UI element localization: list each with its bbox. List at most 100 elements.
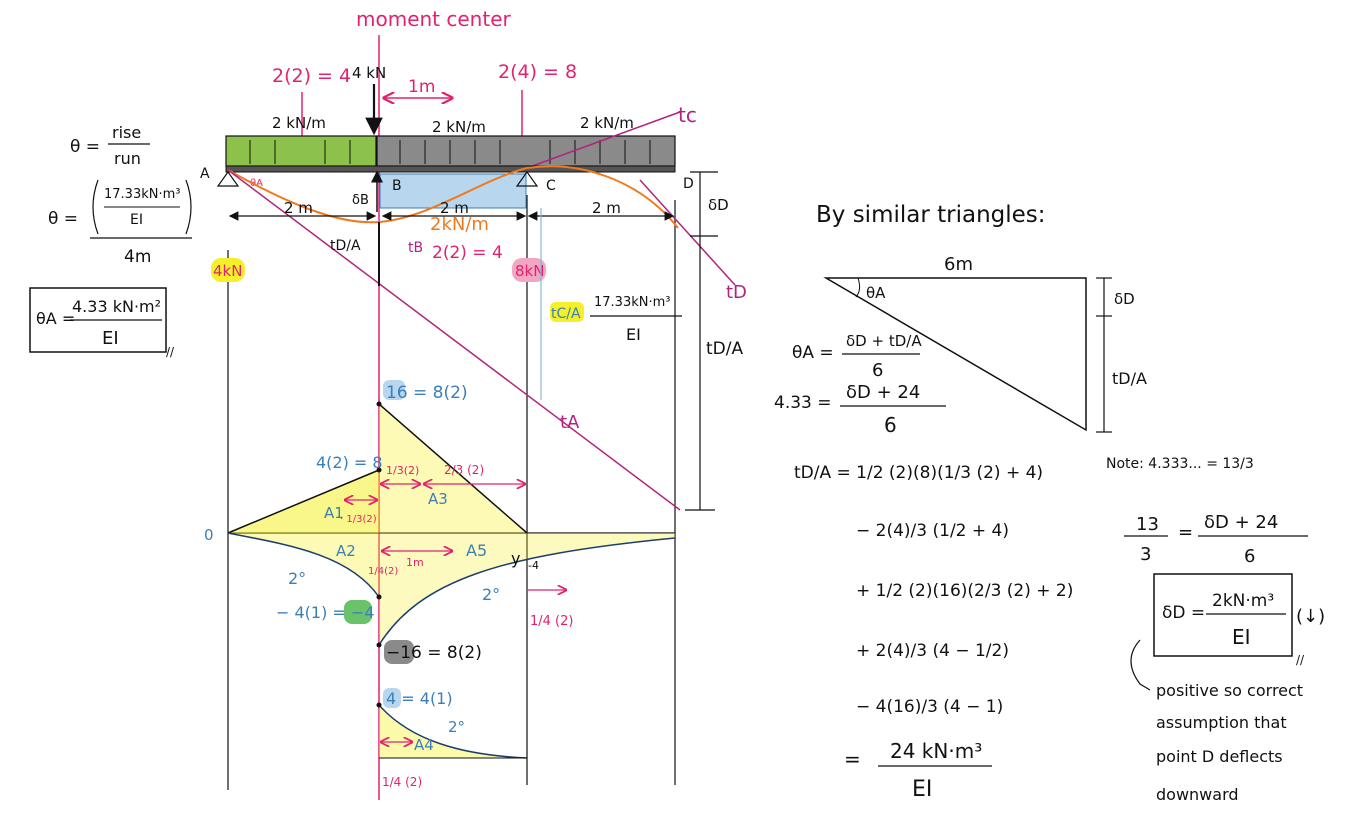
udl-label-1: 2 kN/m xyxy=(272,114,326,132)
tDA-line-2: − 2(4)/3 (1/2 + 4) xyxy=(856,521,1009,541)
tri-theta-arc xyxy=(855,277,861,298)
tD-label: tD xyxy=(726,282,747,303)
eq2-num: δD + 24 xyxy=(846,382,920,403)
moment-A4-highlight xyxy=(379,705,527,758)
theta-rise-lhs: θ = xyxy=(70,137,100,157)
moment-pt-8 xyxy=(376,467,382,473)
thetaA-den: EI xyxy=(102,328,119,349)
moment-neg16: −16 = 8(2) xyxy=(386,643,482,663)
reaction-C: 8kN xyxy=(515,262,544,280)
moment-A1 xyxy=(227,469,380,534)
tDA-line-1: tD/A = 1/2 (2)(8)(1/3 (2) + 4) xyxy=(794,463,1043,483)
moment-A3: A3 xyxy=(428,490,448,508)
moment-y: y xyxy=(511,549,520,568)
support-C xyxy=(515,170,539,187)
v4-highlight xyxy=(383,688,401,708)
note: Note: 4.333... = 13/3 xyxy=(1106,456,1254,472)
v16-highlight xyxy=(383,380,405,400)
similar-triangles-title: By similar triangles: xyxy=(816,202,1046,228)
moment-A5: A5 xyxy=(466,541,487,560)
answer-lhs: δD = xyxy=(1162,603,1205,623)
answer-mark: // xyxy=(1296,653,1305,667)
moment-A1: A1 xyxy=(324,504,344,522)
theta-den: 4m xyxy=(124,247,151,267)
udl-label-3: 2 kN/m xyxy=(580,114,634,132)
tangent-tc xyxy=(526,111,681,169)
reaction-A-highlight xyxy=(211,258,245,282)
udl-green xyxy=(225,135,377,167)
span-BC: 2 m xyxy=(440,199,469,217)
point-D: D xyxy=(683,176,694,192)
moment-v4: 4 = 4(1) xyxy=(386,689,453,708)
moment-A3 xyxy=(378,403,528,534)
answer-num: 2kN·m³ xyxy=(1212,591,1274,611)
moment-A1-arm: · 1/3(2) xyxy=(340,514,377,525)
dist-1m-label: 1m xyxy=(408,77,435,97)
eq1-num: δD + tD/A xyxy=(846,332,922,350)
deflected-shape xyxy=(227,165,679,229)
tangent-tD xyxy=(639,179,736,286)
tri-theta: θA xyxy=(866,284,886,302)
moment-im: 1m xyxy=(406,556,424,569)
theta-small: θA xyxy=(250,178,263,189)
run: run xyxy=(114,149,141,168)
span-AB: 2 m xyxy=(284,199,313,217)
neg16-highlight xyxy=(384,640,414,664)
tCA-numerator: 17.33kN·m³ xyxy=(594,295,670,310)
moment-two-third-2: 2/3 (2) xyxy=(444,463,484,477)
tDA-line-4: + 2(4)/3 (4 − 1/2) xyxy=(856,641,1009,661)
tCA-denominator: EI xyxy=(626,325,641,344)
answer-direction: (↓) xyxy=(1296,606,1325,627)
tDA-line-5: − 4(16)/3 (4 − 1) xyxy=(856,697,1003,717)
reaction-C-highlight xyxy=(512,258,546,282)
tDA-line-3: + 1/2 (2)(16)(2/3 (2) + 2) xyxy=(856,581,1073,601)
tDA-result-eq: = xyxy=(844,747,861,771)
beam xyxy=(225,165,676,173)
tri-tDA: tD/A xyxy=(1112,369,1147,388)
thetaA-box xyxy=(29,287,167,353)
rise: rise xyxy=(112,123,141,142)
support-A xyxy=(216,170,240,187)
tDA-result-den: EI xyxy=(912,777,932,802)
comment-1: positive so correct xyxy=(1156,681,1303,700)
tc-label: tc xyxy=(678,103,697,127)
load-label-left: 2(2) = 4 xyxy=(272,65,351,87)
moment-A4: A4 xyxy=(414,736,434,754)
reverse-load-region xyxy=(379,173,527,209)
answer-den: EI xyxy=(1232,625,1251,649)
eq1-lhs: θA = xyxy=(792,343,834,363)
moment-A2: A2 xyxy=(336,542,356,560)
eq1-den: 6 xyxy=(872,360,883,381)
theta-paren-right xyxy=(185,179,192,235)
tri-dD: δD xyxy=(1114,290,1135,308)
theta-num: 17.33kN·m³ xyxy=(104,187,180,202)
moment-deg2-c: 2° xyxy=(448,718,465,736)
similar-triangle xyxy=(823,277,1087,432)
point-B: B xyxy=(392,178,402,194)
udl-arrows xyxy=(249,140,651,164)
frac13-den: 3 xyxy=(1140,544,1151,565)
frac13-num2: δD + 24 xyxy=(1204,512,1278,533)
tCA-label: tC/A xyxy=(551,306,581,322)
span-CD: 2 m xyxy=(592,199,621,217)
moment-deg2-b: 2° xyxy=(482,585,500,604)
moment-A2-arm: 1/4(2) xyxy=(368,566,398,577)
thetaA-num: 4.33 kN·m² xyxy=(72,297,161,316)
moment-A5 xyxy=(378,537,676,646)
delta-D: δD xyxy=(708,196,729,214)
moment-A5-highlight xyxy=(379,533,675,645)
point-A: A xyxy=(200,166,210,182)
tA-label: tA xyxy=(560,412,580,433)
comment-2: assumption that xyxy=(1156,713,1287,732)
frac13-den2: 6 xyxy=(1244,546,1255,567)
point-C: C xyxy=(546,178,556,194)
eq2-lhs: 4.33 = xyxy=(774,393,832,413)
tDA-label: tD/A xyxy=(330,238,361,254)
thetaA-lhs: θA = xyxy=(36,309,75,328)
moment-quarter-2: 1/4 (2) xyxy=(530,614,573,629)
theta-eq-lhs: θ = xyxy=(48,209,78,229)
tangent-tA xyxy=(227,169,681,511)
moment-deg2-a: 2° xyxy=(288,569,306,588)
moment-A4 xyxy=(378,704,528,759)
